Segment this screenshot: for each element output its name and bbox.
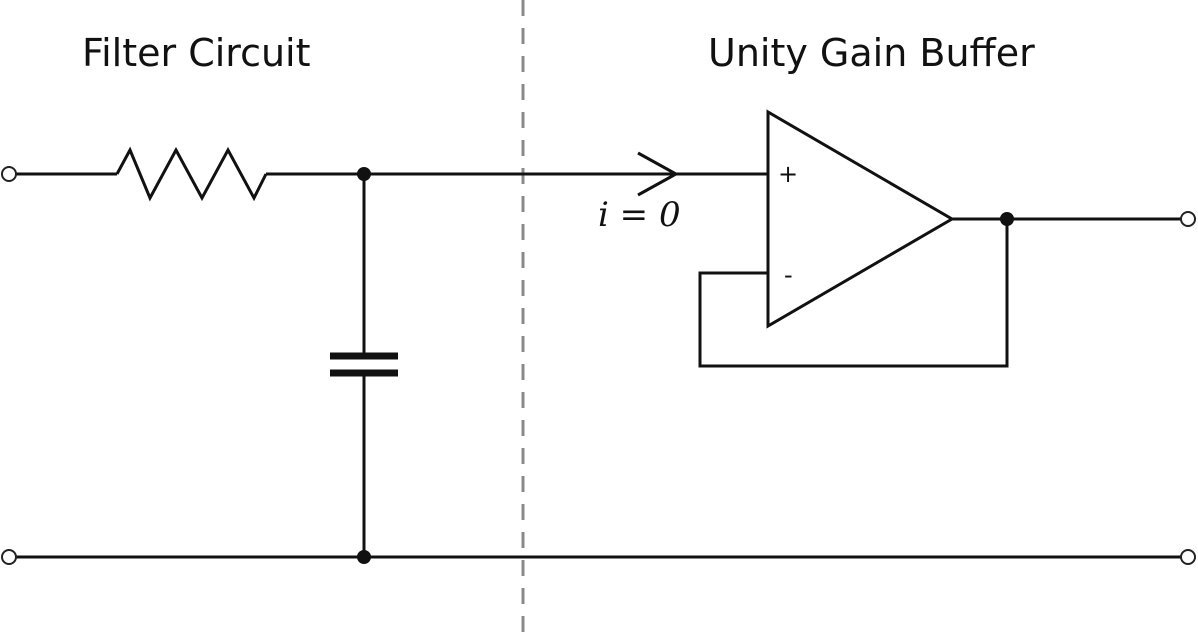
input-terminal-bottom [1, 549, 17, 565]
filter-circuit-title: Filter Circuit [82, 31, 311, 75]
node-filter-top [357, 167, 371, 181]
op-amp [766, 109, 955, 329]
op-amp-minus-label: - [784, 261, 793, 289]
node-output [1000, 212, 1014, 226]
node-filter-bottom [357, 550, 371, 564]
current-label: i = 0 [598, 195, 681, 235]
unity-gain-buffer-title: Unity Gain Buffer [708, 31, 1035, 75]
resistor [115, 146, 268, 202]
output-terminal-top [1180, 211, 1196, 227]
current-arrow [637, 151, 680, 197]
feedback-loop [698, 219, 1009, 368]
input-terminal-top [1, 166, 17, 182]
output-terminal-bottom [1180, 549, 1196, 565]
op-amp-plus-label: + [778, 160, 798, 188]
